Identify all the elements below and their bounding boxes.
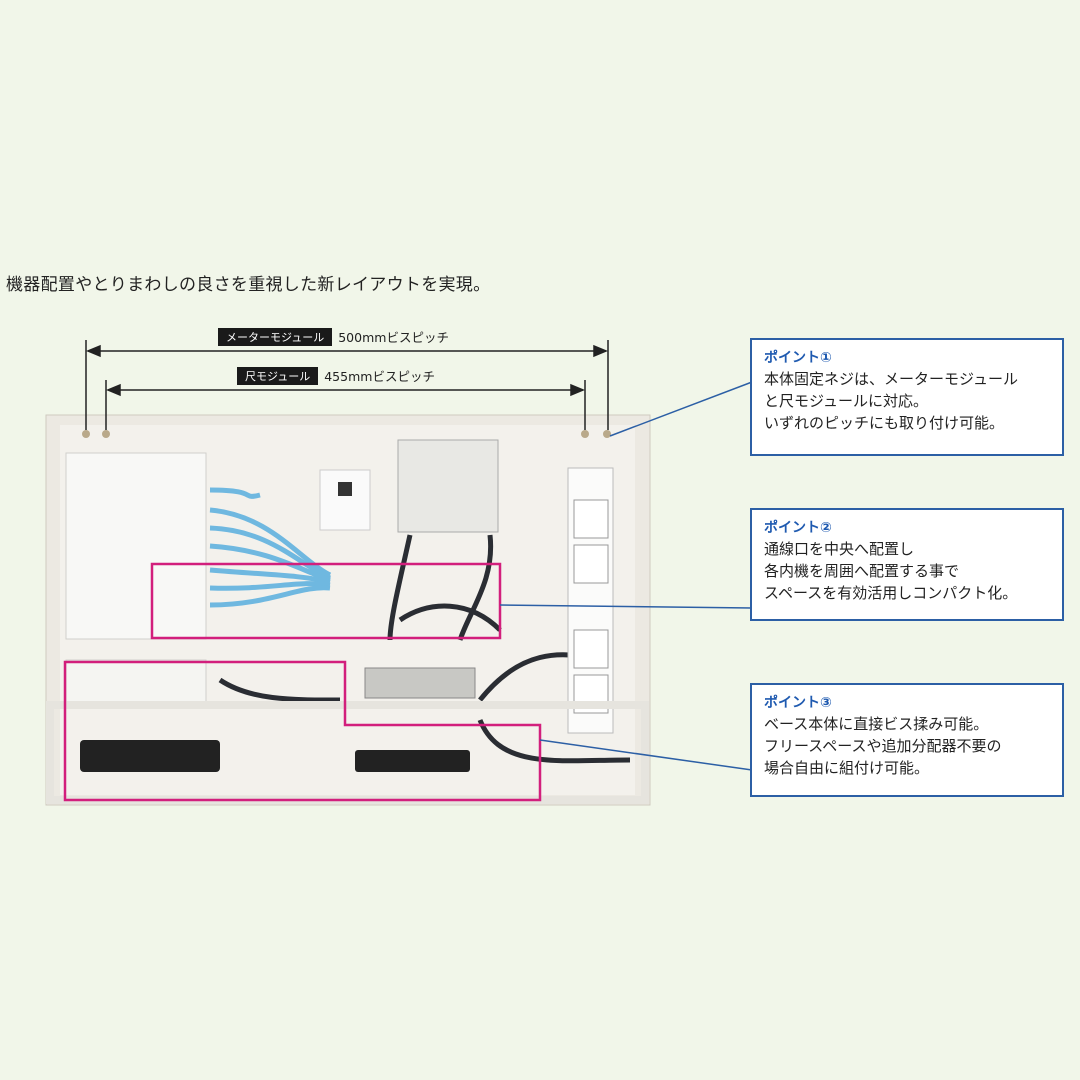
callout-line: フリースペースや追加分配器不要の bbox=[764, 737, 1002, 755]
callout-line: 通線口を中央へ配置し bbox=[764, 540, 915, 558]
ac-adapter bbox=[80, 740, 220, 772]
lan-jack bbox=[319, 469, 371, 531]
dimension-shaku-module: 尺モジュール 455mmビスピッチ bbox=[237, 366, 435, 385]
callout-line: 各内機を周囲へ配置する事で bbox=[764, 562, 960, 580]
callout-line: いずれのピッチにも取り付け可能。 bbox=[764, 414, 1005, 432]
callout-line: 本体固定ネジは、メーターモジュール bbox=[764, 370, 1018, 388]
dimension-value: 500mmビスピッチ bbox=[338, 330, 449, 345]
callout-point-1: ポイント① 本体固定ネジは、メーターモジュール と尺モジュールに対応。 いずれの… bbox=[750, 338, 1064, 456]
callout-line: スペースを有効活用しコンパクト化。 bbox=[764, 584, 1018, 602]
callout-title: ポイント③ bbox=[764, 695, 832, 711]
callout-line: ベース本体に直接ビス揉み可能。 bbox=[764, 715, 989, 733]
booster-unit bbox=[397, 439, 499, 533]
ac-adapter-2 bbox=[355, 750, 470, 772]
callout-point-2: ポイント② 通線口を中央へ配置し 各内機を周囲へ配置する事で スペースを有効活用… bbox=[750, 508, 1064, 621]
leader-lines bbox=[499, 381, 753, 771]
module-plate bbox=[65, 659, 207, 706]
lan-cables bbox=[209, 487, 332, 608]
dimension-meter-module: メーターモジュール 500mmビスピッチ bbox=[218, 327, 449, 346]
callout-point-3: ポイント③ ベース本体に直接ビス揉み可能。 フリースペースや追加分配器不要の 場… bbox=[750, 683, 1064, 797]
hdmi-module bbox=[65, 452, 207, 640]
headline: 機器配置やとりまわしの良さを重視した新レイアウトを実現。 bbox=[6, 275, 491, 295]
callout-title: ポイント① bbox=[764, 350, 832, 366]
highlight-center-opening bbox=[150, 562, 502, 640]
dimension-tag: メーターモジュール bbox=[218, 327, 333, 346]
highlight-free-space bbox=[63, 660, 542, 802]
callout-title: ポイント② bbox=[764, 520, 832, 536]
dimension-tag: 尺モジュール bbox=[237, 366, 319, 385]
screw-holes bbox=[82, 430, 611, 438]
splitter bbox=[364, 667, 476, 699]
callout-line: と尺モジュールに対応。 bbox=[764, 392, 928, 410]
dimension-value: 455mmビスピッチ bbox=[324, 369, 435, 384]
callout-line: 場合自由に組付け可能。 bbox=[764, 759, 930, 777]
dimension-arrows bbox=[85, 340, 609, 430]
